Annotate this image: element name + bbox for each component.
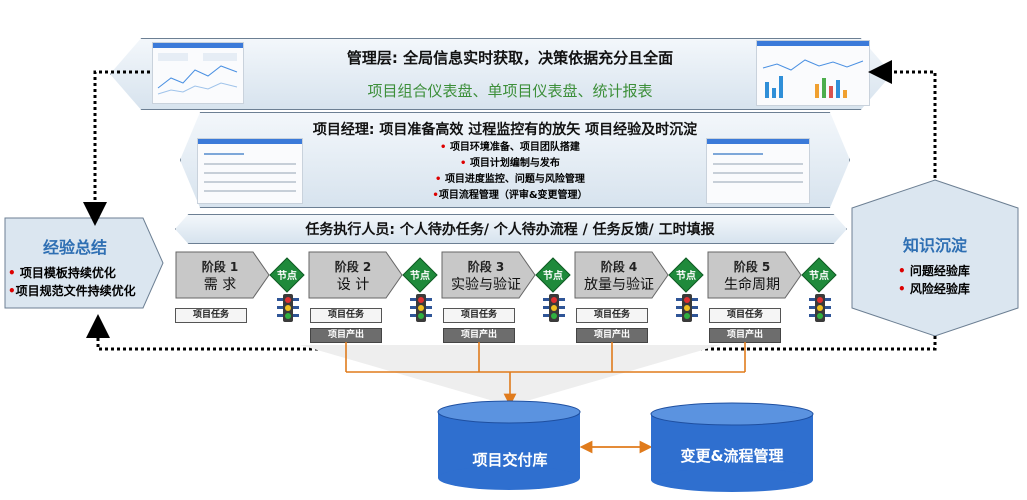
stage-number: 阶段 1 xyxy=(201,260,239,274)
project-task-tag[interactable]: 项目任务 xyxy=(709,308,781,323)
stage-arrow-shape xyxy=(441,251,536,299)
experience-summary-item-text: 项目模板持续优化 xyxy=(19,266,116,280)
pm-item: • 项目计划编制与发布 xyxy=(460,158,560,169)
diamond-icon xyxy=(801,257,837,293)
pm-title: 项目经理: 项目准备高效 过程监控有的放矢 项目经验及时沉淀 xyxy=(312,122,698,138)
pm-item-text: 项目流程管理（评审&变更管理） xyxy=(438,190,588,201)
executor-banner xyxy=(175,214,847,244)
stage-name: 放量与验证 xyxy=(584,277,654,293)
milestone-node[interactable]: 节点 xyxy=(269,257,305,293)
traffic-light-icon xyxy=(676,294,698,322)
experience-summary-item: •项目规范文件持续优化 xyxy=(8,284,136,298)
pm-item: • 项目环境准备、项目团队搭建 xyxy=(440,142,580,153)
stage-number: 阶段 2 xyxy=(334,260,372,274)
change-process-database-icon xyxy=(650,402,814,492)
dashboard-thumbnail-right xyxy=(756,40,870,106)
diamond-icon xyxy=(668,257,704,293)
stage-arrow-shape xyxy=(707,251,802,299)
experience-summary-title: 经验总结 xyxy=(42,238,107,257)
experience-summary-list: • 项目模板持续优化 •项目规范文件持续优化 xyxy=(8,264,158,300)
stage-3[interactable]: 阶段 3 实验与验证 xyxy=(441,251,537,299)
pm-item: • 项目进度监控、问题与风险管理 xyxy=(435,174,585,185)
management-subtitle: 项目组合仪表盘、单项目仪表盘、统计报表 xyxy=(367,82,653,100)
stage-5[interactable]: 阶段 5 生命周期 xyxy=(707,251,803,299)
milestone-label: 节点 xyxy=(543,271,563,282)
stage-number: 阶段 4 xyxy=(600,260,638,274)
traffic-light-icon xyxy=(809,294,831,322)
executor-title: 任务执行人员: 个人待办任务/ 个人待办流程 / 任务反馈/ 工时填报 xyxy=(305,222,715,238)
experience-summary-item: • 项目模板持续优化 xyxy=(8,266,116,280)
knowledge-item: • 风险经验库 xyxy=(898,282,970,296)
stage-name: 需 求 xyxy=(203,277,237,293)
pm-item-text: 项目环境准备、项目团队搭建 xyxy=(449,142,580,153)
change-process-database-label[interactable]: 变更&流程管理 xyxy=(680,447,784,465)
diamond-icon xyxy=(535,257,571,293)
milestone-node[interactable]: 节点 xyxy=(801,257,837,293)
stage-name: 设 计 xyxy=(336,277,370,293)
stage-arrow-shape xyxy=(574,251,669,299)
project-plan-thumbnail-left xyxy=(197,138,303,204)
diamond-icon xyxy=(402,257,438,293)
traffic-light-icon xyxy=(410,294,432,322)
project-task-tag[interactable]: 项目任务 xyxy=(443,308,515,323)
knowledge-item-text: 问题经验库 xyxy=(909,264,970,278)
diamond-icon xyxy=(269,257,305,293)
project-task-tag[interactable]: 项目任务 xyxy=(310,308,382,323)
stage-number: 阶段 5 xyxy=(733,260,771,274)
traffic-light-icon xyxy=(543,294,565,322)
knowledge-item: • 问题经验库 xyxy=(898,264,970,278)
milestone-label: 节点 xyxy=(809,271,829,282)
traffic-light-icon xyxy=(277,294,299,322)
milestone-label: 节点 xyxy=(410,271,430,282)
project-plan-thumbnail-right xyxy=(706,138,810,204)
stage-number: 阶段 3 xyxy=(467,260,505,274)
pm-item-list: • 项目环境准备、项目团队搭建 • 项目计划编制与发布 • 项目进度监控、问题与… xyxy=(395,140,625,204)
stage-arrow-shape xyxy=(175,251,270,299)
experience-summary-item-text: 项目规范文件持续优化 xyxy=(15,284,136,298)
stage-2[interactable]: 阶段 2 设 计 xyxy=(308,251,404,299)
stage-arrow-shape xyxy=(308,251,403,299)
milestone-node[interactable]: 节点 xyxy=(668,257,704,293)
milestone-label: 节点 xyxy=(277,271,297,282)
knowledge-list: • 问题经验库 • 风险经验库 xyxy=(898,262,1008,298)
delivery-database-label[interactable]: 项目交付库 xyxy=(472,451,548,469)
pm-item-text: 项目计划编制与发布 xyxy=(469,158,560,169)
delivery-database-icon xyxy=(437,400,581,490)
management-title: 管理层: 全局信息实时获取，决策依据充分且全面 xyxy=(346,49,674,67)
stage-name: 实验与验证 xyxy=(451,277,521,293)
knowledge-title: 知识沉淀 xyxy=(902,236,967,255)
stage-4[interactable]: 阶段 4 放量与验证 xyxy=(574,251,670,299)
milestone-node[interactable]: 节点 xyxy=(535,257,571,293)
milestone-label: 节点 xyxy=(676,271,696,282)
stage-name: 生命周期 xyxy=(724,277,780,293)
stage-1[interactable]: 阶段 1 需 求 xyxy=(175,251,271,299)
project-task-tag[interactable]: 项目任务 xyxy=(175,308,247,323)
knowledge-item-text: 风险经验库 xyxy=(909,282,970,296)
experience-summary-panel xyxy=(4,217,164,309)
milestone-node[interactable]: 节点 xyxy=(402,257,438,293)
pm-item-text: 项目进度监控、问题与风险管理 xyxy=(444,174,585,185)
project-task-tag[interactable]: 项目任务 xyxy=(576,308,648,323)
pm-item: •项目流程管理（评审&变更管理） xyxy=(432,190,588,201)
dashboard-thumbnail-left xyxy=(152,42,244,104)
